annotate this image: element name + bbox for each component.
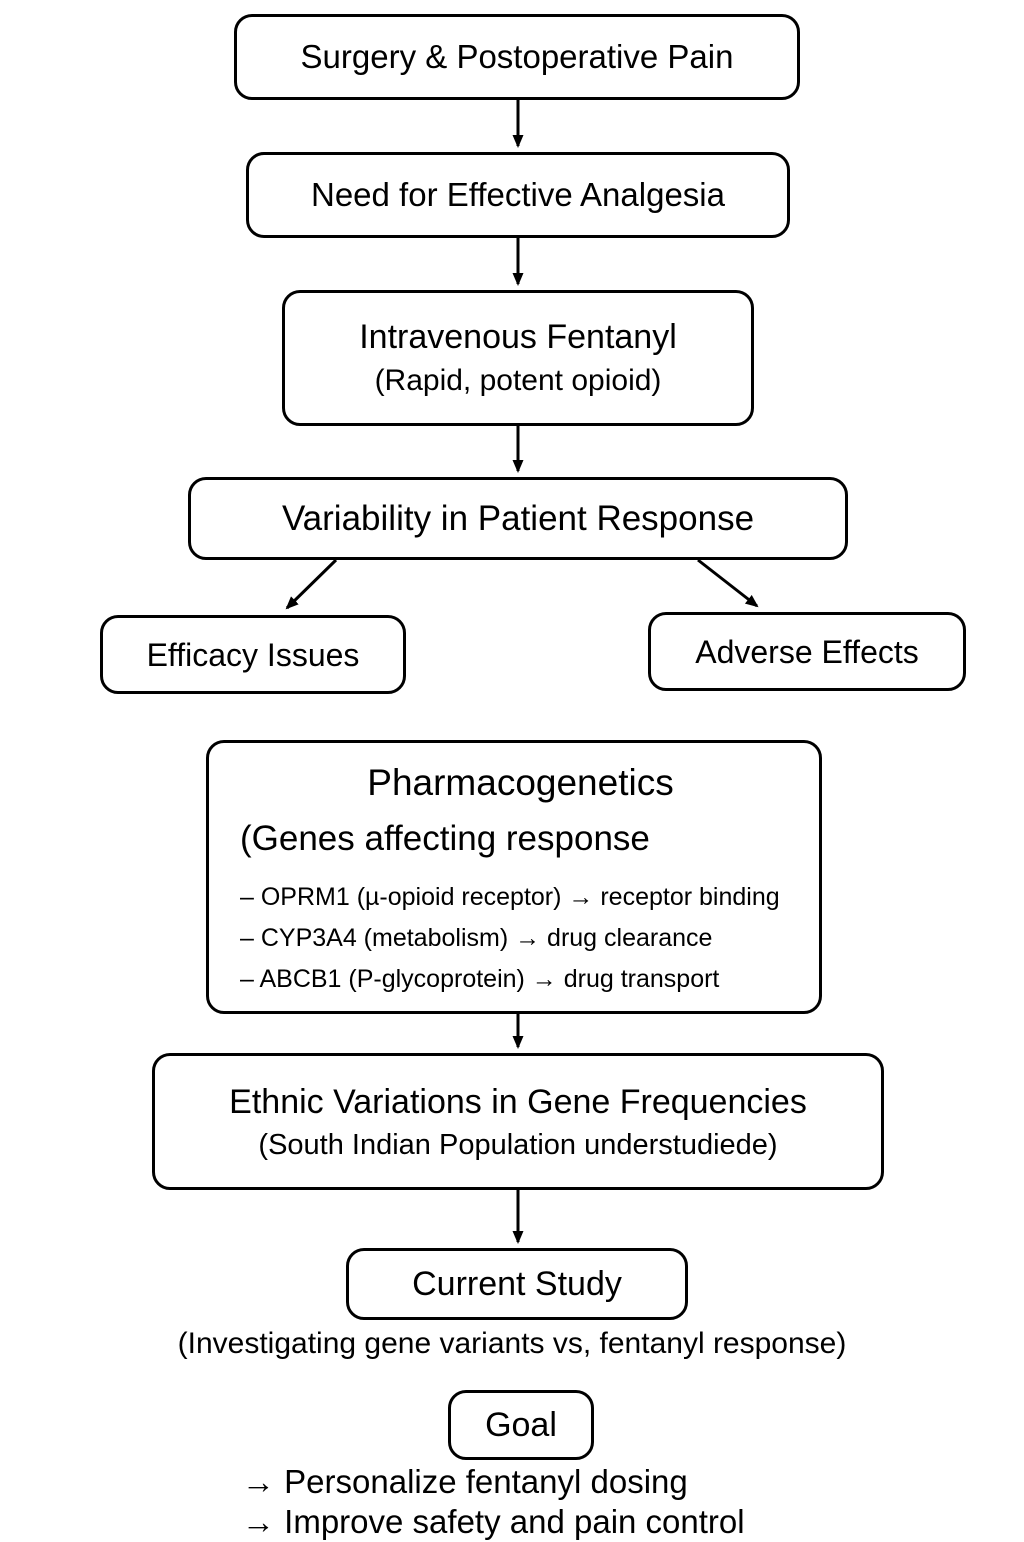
goal-outcome-personalize: → Personalize fentanyl dosing <box>242 1463 688 1500</box>
node-title: Need for Effective Analgesia <box>311 176 725 214</box>
current-study-caption: (Investigating gene variants vs, fentany… <box>177 1327 847 1360</box>
node-subtitle: (Rapid, potent opioid) <box>374 364 662 397</box>
node-goal: Goal <box>448 1390 594 1460</box>
gene-item-abcb1: – ABCB1 (P-glycoprotein) → drug transpor… <box>240 965 720 993</box>
node-ethnic-variations: Ethnic Variations in Gene Frequencies (S… <box>152 1053 884 1190</box>
arrow-variability-to-efficacy <box>285 558 338 610</box>
node-title: Pharmacogenetics <box>367 762 674 803</box>
node-pharmacogenetics: Pharmacogenetics (Genes affecting respon… <box>206 740 822 1014</box>
node-subtitle: (South Indian Population understudiede) <box>258 1128 778 1161</box>
node-title: Adverse Effects <box>695 633 919 670</box>
arrow-variability-to-adverse <box>697 558 759 608</box>
node-adverse-effects: Adverse Effects <box>648 612 966 691</box>
node-intravenous-fentanyl: Intravenous Fentanyl (Rapid, potent opio… <box>282 290 754 426</box>
node-title: Goal <box>485 1405 557 1444</box>
gene-item-cyp3a4: – CYP3A4 (metabolism) → drug clearance <box>240 924 713 952</box>
node-subtitle: (Genes affecting response <box>240 819 650 858</box>
node-title: Surgery & Postoperative Pain <box>300 38 734 76</box>
gene-list: – OPRM1 (µ-opioid receptor) → receptor b… <box>240 877 801 1000</box>
goal-outcome-list: → Personalize fentanyl dosing → Improve … <box>242 1462 942 1542</box>
node-title: Efficacy Issues <box>146 636 360 673</box>
node-title: Variability in Patient Response <box>281 498 755 538</box>
node-efficacy-issues: Efficacy Issues <box>100 615 406 694</box>
node-title: Ethnic Variations in Gene Frequencies <box>229 1082 807 1121</box>
node-title: Current Study <box>412 1264 622 1303</box>
node-current-study: Current Study <box>346 1248 688 1320</box>
node-title: Intravenous Fentanyl <box>359 318 677 356</box>
goal-outcome-improve-safety: → Improve safety and pain control <box>242 1503 745 1540</box>
node-need-effective-analgesia: Need for Effective Analgesia <box>246 152 790 238</box>
node-variability-patient-response: Variability in Patient Response <box>188 477 848 560</box>
node-surgery-postoperative-pain: Surgery & Postoperative Pain <box>234 14 800 100</box>
gene-item-oprm1: – OPRM1 (µ-opioid receptor) → receptor b… <box>240 883 780 911</box>
